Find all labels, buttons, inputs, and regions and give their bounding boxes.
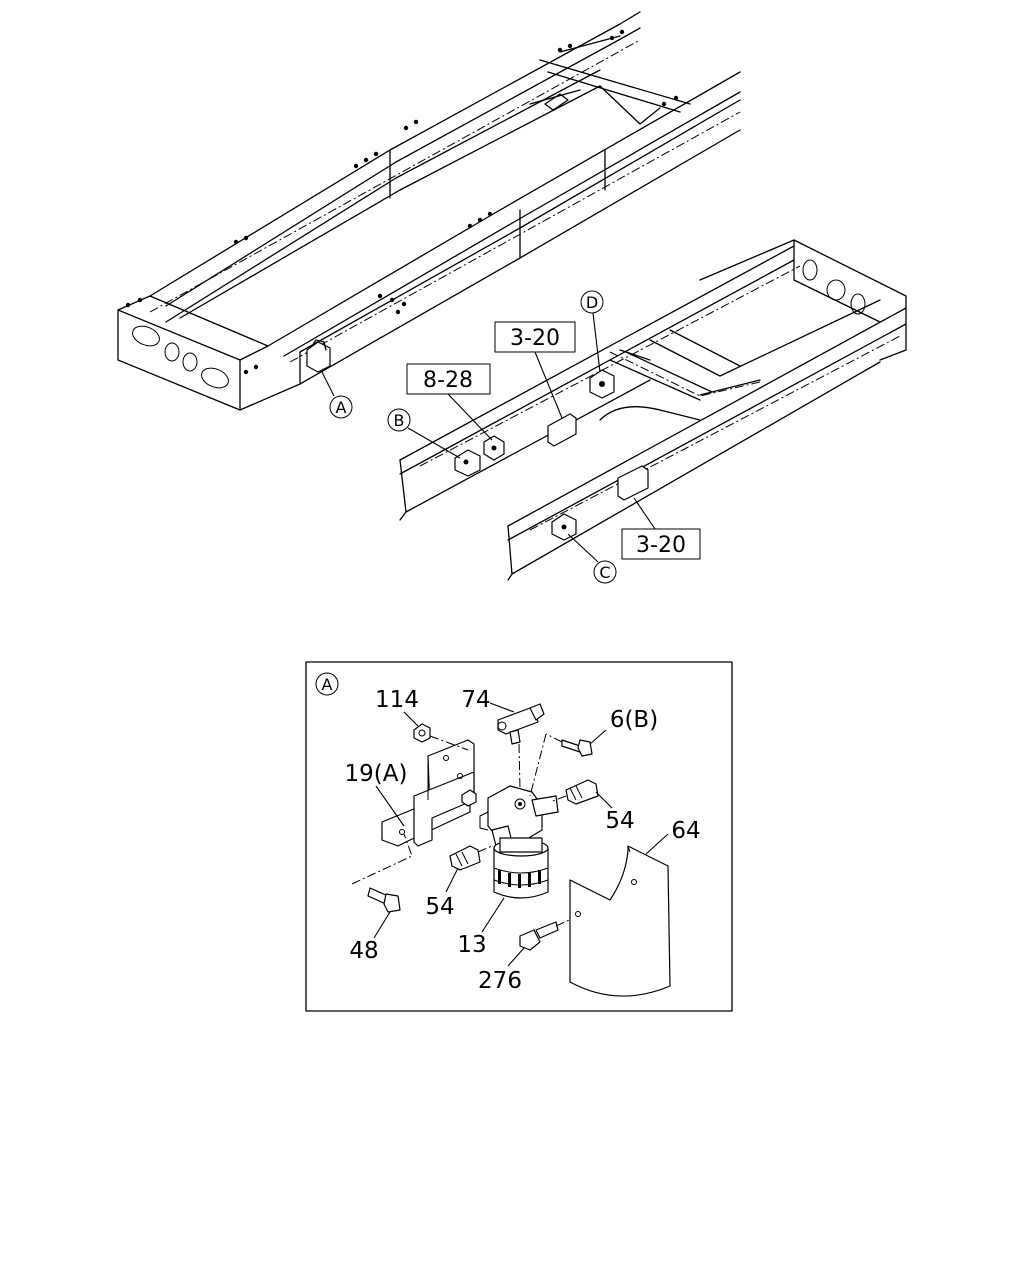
svg-text:D: D xyxy=(586,293,598,312)
label-114: 114 xyxy=(375,687,419,727)
bolt-276 xyxy=(519,915,579,951)
detail-view-label: A xyxy=(315,672,339,696)
label-6b: 6(B) xyxy=(589,707,658,745)
fitting-right xyxy=(549,779,599,805)
upper-chassis-frame xyxy=(117,11,741,411)
svg-text:B: B xyxy=(394,411,405,430)
fitting-left xyxy=(449,845,493,871)
svg-text:19(A): 19(A) xyxy=(345,761,408,787)
callout-a: A xyxy=(321,371,353,419)
ref-box-3-20-top: 3-20 xyxy=(494,321,576,419)
svg-text:64: 64 xyxy=(671,818,700,844)
svg-text:74: 74 xyxy=(461,687,490,713)
filter-bowl xyxy=(493,837,549,899)
tee-fitting xyxy=(497,703,545,791)
bracket-c xyxy=(551,513,577,541)
svg-text:13: 13 xyxy=(457,932,486,958)
hex-nut xyxy=(413,723,469,751)
callout-d: D xyxy=(580,290,604,373)
label-54-right: 54 xyxy=(595,791,635,834)
svg-text:114: 114 xyxy=(375,687,419,713)
ref-box-8-28: 8-28 xyxy=(406,363,493,441)
label-64: 64 xyxy=(645,818,701,855)
flange-bolt xyxy=(529,733,593,797)
callout-c: C xyxy=(567,533,617,584)
svg-text:54: 54 xyxy=(605,808,634,834)
heat-shield xyxy=(569,845,671,997)
svg-text:8-28: 8-28 xyxy=(423,368,473,393)
label-48: 48 xyxy=(349,911,391,964)
svg-text:3-20: 3-20 xyxy=(510,326,560,351)
ref-box-3-20-bottom: 3-20 xyxy=(621,497,701,560)
lower-chassis-frame xyxy=(399,239,907,581)
label-276: 276 xyxy=(478,947,525,994)
svg-text:A: A xyxy=(336,398,347,417)
svg-text:54: 54 xyxy=(425,894,454,920)
bracket-b xyxy=(454,435,505,477)
svg-text:C: C xyxy=(599,563,610,582)
svg-text:276: 276 xyxy=(478,968,522,994)
svg-text:6(B): 6(B) xyxy=(610,707,658,733)
svg-text:A: A xyxy=(322,675,333,694)
label-54-left: 54 xyxy=(425,867,459,920)
label-13: 13 xyxy=(457,897,505,958)
bracket-d xyxy=(589,369,615,399)
callout-b: B xyxy=(387,408,461,459)
detail-view-a: A xyxy=(305,661,733,1012)
label-74: 74 xyxy=(461,687,515,713)
svg-text:3-20: 3-20 xyxy=(636,533,686,558)
filter-head xyxy=(479,785,559,847)
svg-text:48: 48 xyxy=(349,938,378,964)
bolt-48 xyxy=(351,833,413,913)
mounting-bracket xyxy=(381,739,477,847)
label-19a: 19(A) xyxy=(345,761,408,827)
